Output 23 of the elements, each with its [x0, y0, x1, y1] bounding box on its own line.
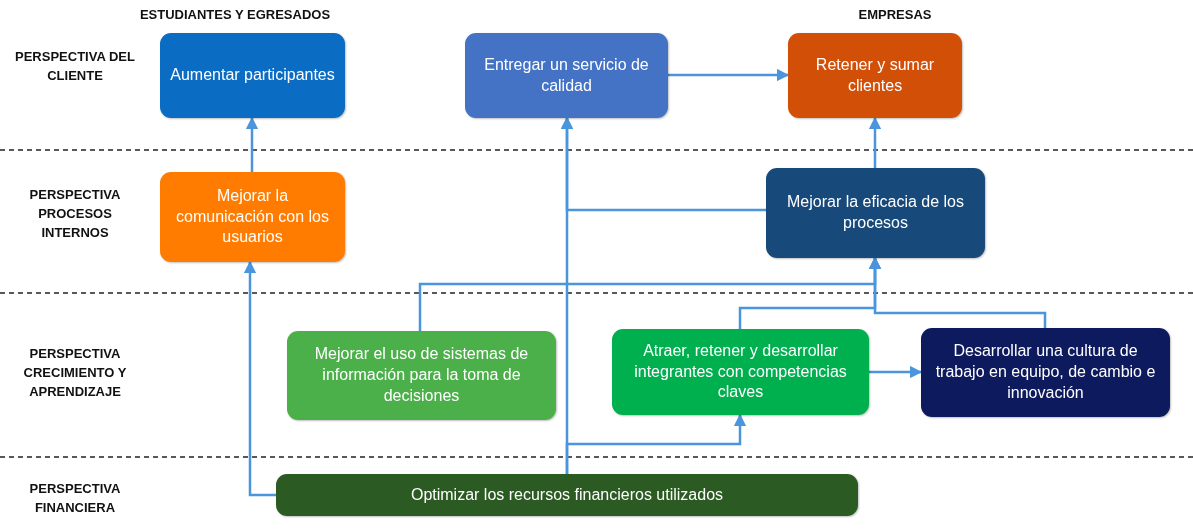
objective-box: Mejorar la comunicación con los usuarios [160, 172, 345, 262]
arrow [868, 256, 1047, 328]
objective-box: Retener y sumar clientes [788, 33, 962, 118]
column-heading: ESTUDIANTES Y EGRESADOS [138, 6, 332, 24]
arrow [668, 68, 790, 82]
column-heading: EMPRESAS [857, 6, 933, 24]
perspective-label: PERSPECTIVA CRECIMIENTO Y APRENDIZAJE [22, 345, 128, 401]
arrow [868, 116, 882, 168]
arrow [243, 260, 276, 497]
arrow [560, 116, 766, 212]
perspective-label: PERSPECTIVA DEL CLIENTE [14, 48, 136, 85]
objective-box: Mejorar la eficacia de los procesos [766, 168, 985, 258]
objective-box: Aumentar participantes [160, 33, 345, 118]
arrow [565, 413, 747, 474]
objective-box: Mejorar el uso de sistemas de información para la toma de decisiones [287, 331, 556, 420]
objective-box: Entregar un servicio de calidad [465, 33, 668, 118]
perspective-label: PERSPECTIVA FINANCIERA [28, 480, 122, 517]
objective-box: Optimizar los recursos financieros utilizados [276, 474, 858, 516]
arrow [245, 116, 259, 172]
objective-box: Desarrollar una cultura de trabajo en equipo, de cambio e innovación [921, 328, 1170, 417]
perspective-label: PERSPECTIVA PROCESOS INTERNOS [28, 186, 122, 242]
arrow [869, 365, 923, 379]
objective-box: Atraer, retener y desarrollar integrantes con competencias claves [612, 329, 869, 415]
